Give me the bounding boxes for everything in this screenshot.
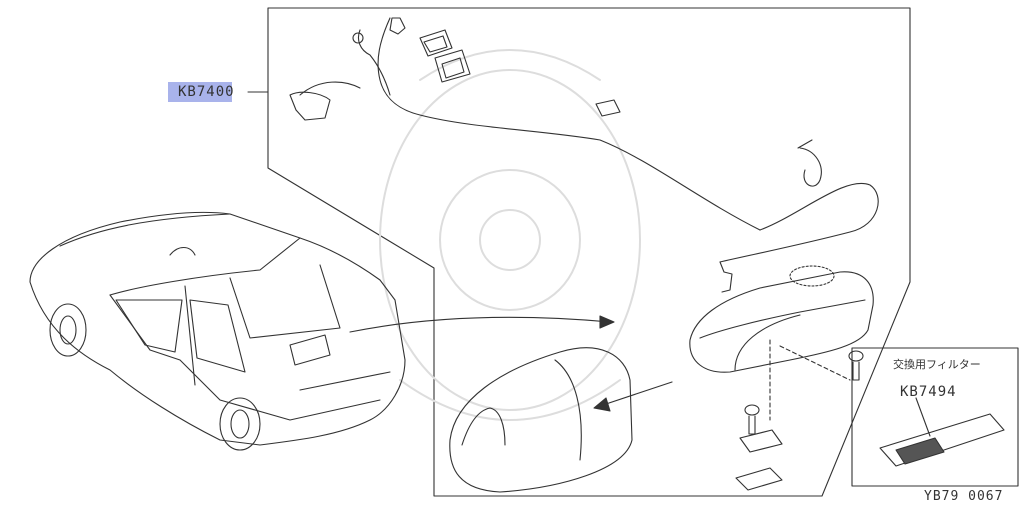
inset-title: 交換用フィルター (893, 358, 981, 371)
inset-frame (851, 347, 1019, 487)
watermark-emblem (379, 49, 641, 421)
lens-cover (449, 347, 633, 493)
part-code-main[interactable]: KB7400 (178, 84, 235, 100)
arrow-car-to-lamp (349, 315, 615, 333)
filter-sheet (879, 413, 1005, 467)
switch-bezel-bottom (434, 49, 471, 83)
cable-clip (797, 139, 822, 187)
part-code-filter[interactable]: KB7494 (900, 384, 957, 400)
reference-code: YB79 0067 (924, 489, 1004, 504)
car-illustration (29, 211, 406, 451)
base-plate (739, 429, 783, 453)
screw-right (848, 350, 864, 381)
screw-left (744, 404, 760, 435)
foam-pad (595, 99, 621, 117)
wiring-harness (289, 17, 879, 293)
assembly-guides (769, 339, 851, 421)
main-frame (267, 7, 911, 497)
switch-bezel-top (419, 29, 453, 57)
lamp-housing (689, 265, 874, 373)
part-highlight (168, 82, 232, 102)
arrow-lamp-to-cover (593, 381, 673, 412)
gasket (735, 467, 783, 491)
inset-leader (915, 397, 931, 437)
